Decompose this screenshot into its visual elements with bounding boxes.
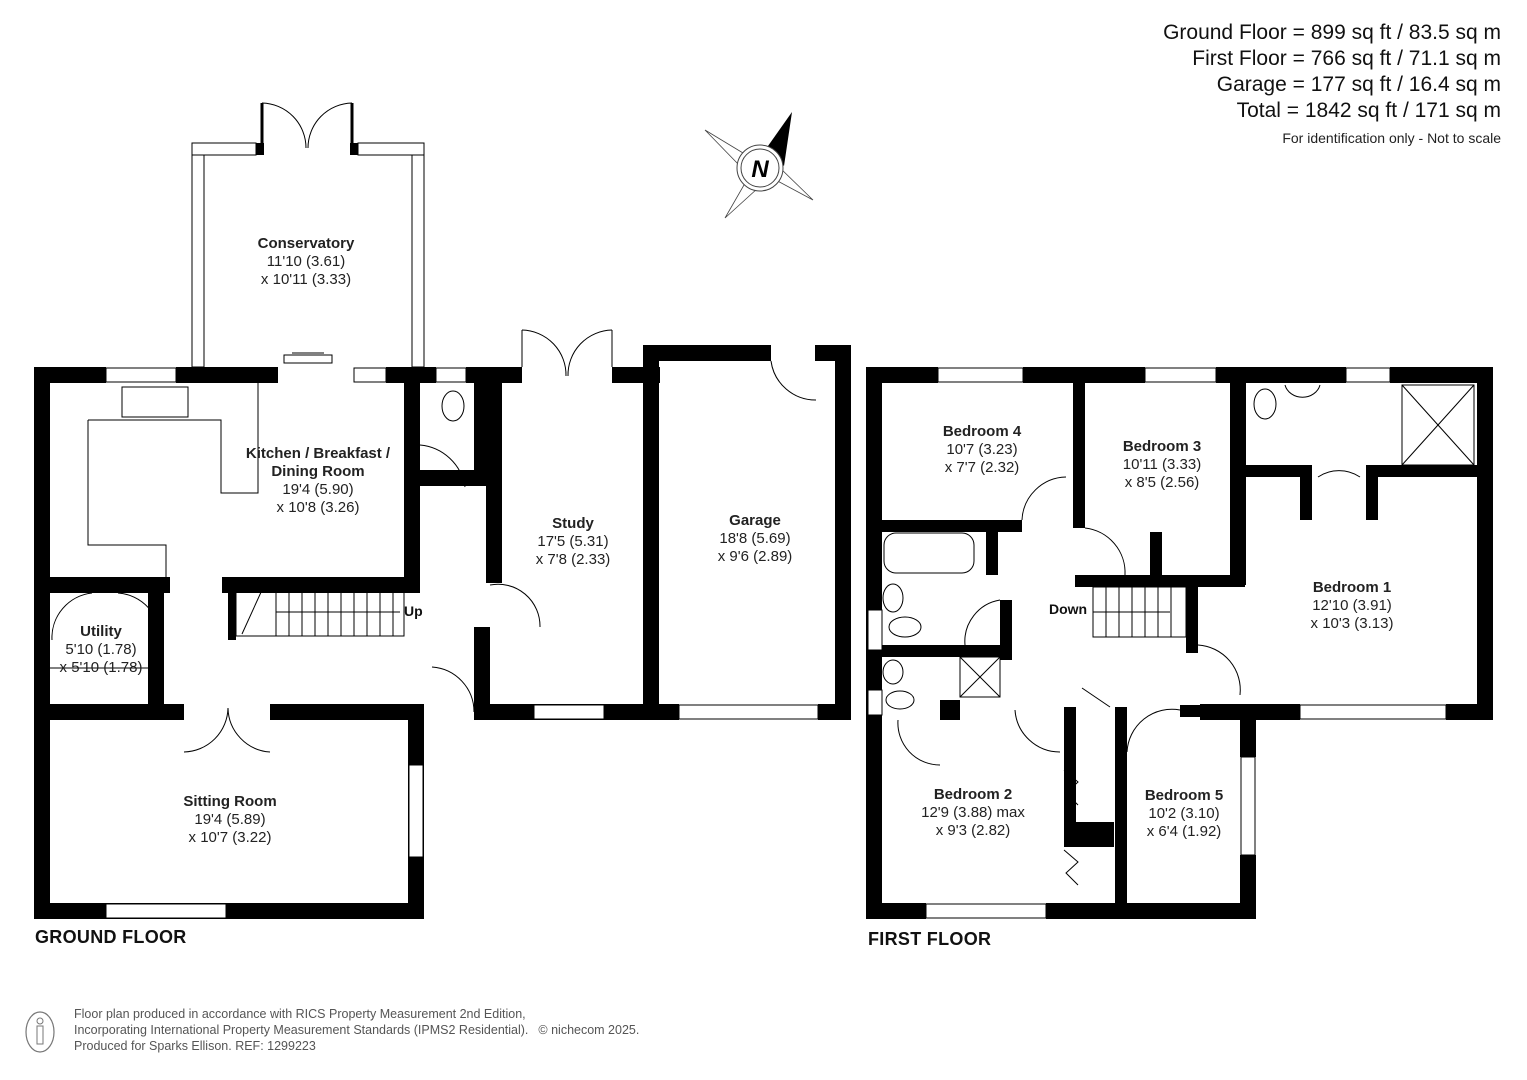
room-bedroom-4: Bedroom 4 10'7 (3.23) x 7'7 (2.32) <box>942 423 1022 476</box>
garage-area: Garage = 177 sq ft / 16.4 sq m <box>1216 73 1501 96</box>
svg-text:N: N <box>751 156 769 183</box>
first-floor-label: FIRST FLOOR <box>868 929 992 949</box>
room-kitchen: Kitchen / Breakfast / Dining Room 19'4 (… <box>245 445 391 516</box>
room-sitting-room: Sitting Room 19'4 (5.89) x 10'7 (3.22) <box>183 793 277 846</box>
footer-credits: Floor plan produced in accordance with R… <box>74 1007 640 1053</box>
total-area: Total = 1842 sq ft / 171 sq m <box>1236 99 1501 122</box>
area-summary: Ground Floor = 899 sq ft / 83.5 sq m Fir… <box>1163 20 1501 146</box>
room-conservatory: Conservatory 11'10 (3.61) x 10'11 (3.33) <box>257 235 355 288</box>
room-study: Study 17'5 (5.31) x 7'8 (2.33) <box>535 515 611 568</box>
room-bedroom-2: Bedroom 2 12'9 (3.88) max x 9'3 (2.82) <box>921 786 1025 839</box>
stairs-up-label: Up <box>404 603 423 619</box>
room-garage: Garage 18'8 (5.69) x 9'6 (2.89) <box>717 512 793 565</box>
ground-floor-label: GROUND FLOOR <box>35 927 187 947</box>
room-bedroom-1: Bedroom 1 12'10 (3.91) x 10'3 (3.13) <box>1310 579 1394 632</box>
person-scale-icon <box>25 1011 55 1053</box>
copyright: © nichecom 2025. <box>538 1023 640 1037</box>
scale-disclaimer: For identification only - Not to scale <box>1282 130 1501 146</box>
stairs-down-label: Down <box>1049 601 1088 617</box>
room-utility: Utility 5'10 (1.78) x 5'10 (1.78) <box>59 623 143 676</box>
room-bedroom-5: Bedroom 5 10'2 (3.10) x 6'4 (1.92) <box>1144 787 1224 840</box>
ground-floor-area: Ground Floor = 899 sq ft / 83.5 sq m <box>1163 21 1501 44</box>
first-floor-area: First Floor = 766 sq ft / 71.1 sq m <box>1192 47 1501 70</box>
north-compass-icon: N <box>704 112 814 219</box>
room-bedroom-3: Bedroom 3 10'11 (3.33) x 8'5 (2.56) <box>1122 438 1202 491</box>
